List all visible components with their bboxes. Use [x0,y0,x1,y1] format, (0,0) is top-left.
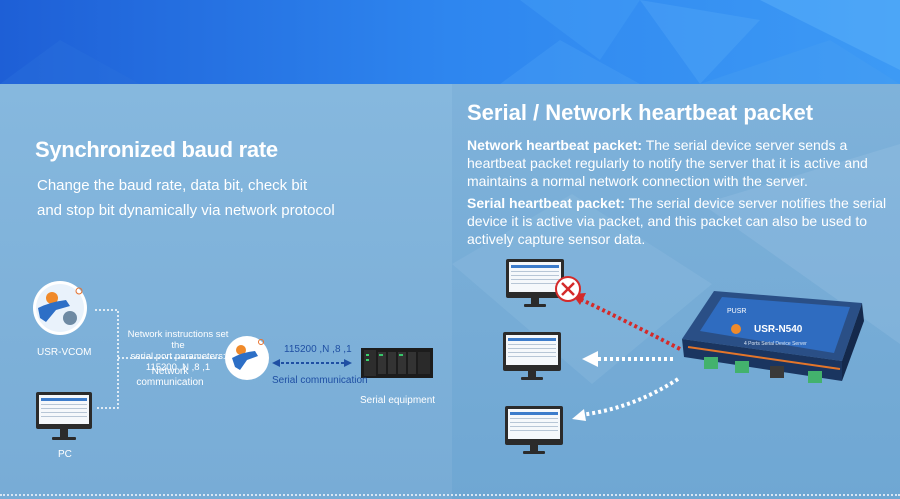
section-title-heartbeat: Serial / Network heartbeat packet [467,100,814,125]
serial-equipment-label: Serial equipment [360,395,436,406]
monitor-icon-middle [503,332,561,380]
serial-equipment-icon [361,348,433,378]
instruction-line-2: serial port parameters: [130,351,226,362]
desc-line-2: and stop bit dynamically via network pro… [37,202,335,219]
network-comm-label: Network communication [128,366,212,388]
usr-n540-device [682,291,864,383]
serial-arrow-icon [272,359,352,367]
serial-heartbeat-body: The serial device server notifies the se… [467,195,887,247]
section-title-baud: Synchronized baud rate [35,137,278,162]
heartbeat-diagram [503,259,864,454]
network-heartbeat-body: The serial device server sends a heartbe… [467,137,868,189]
usr-vcom-label: USR-VCOM [37,347,92,358]
pc-label: PC [58,449,72,460]
serial-params-label: 115200 ,N ,8 ,1 [284,344,352,355]
serial-comm-label: Serial communication [272,375,368,386]
pc-monitor-icon [36,392,92,440]
monitor-icon-bottom [505,406,563,454]
disconnect-icon [555,276,581,302]
device-brand: PUSR [727,308,747,315]
right-panel-texture [452,144,900,384]
desc-line-1: Change the baud rate, data bit, check bi… [37,177,308,194]
device-model: USR-N540 [754,324,803,335]
usr-device-icon [225,336,269,380]
device-subtitle: 4 Ports Serial Device Server [744,341,807,347]
network-comm-line-1: Network [151,366,189,377]
monitor-icon-top [506,259,564,307]
instruction-line-3: 115200 ,N ,8 ,1 [145,362,211,373]
usr-vcom-icon [33,281,87,335]
bottom-divider [0,494,900,496]
instruction-label: Network instructions set the serial port… [120,329,236,373]
banner-pattern [0,0,900,84]
network-comm-line-2: communication [136,377,204,388]
serial-heartbeat-heading: Serial heartbeat packet: [467,195,625,211]
serial-heartbeat-arrow [572,377,680,421]
network-heartbeat-text: Network heartbeat packet: The serial dev… [467,136,887,190]
network-heartbeat-arrow [582,351,674,367]
header-banner [0,0,900,84]
section-desc-baud: Change the baud rate, data bit, check bi… [37,173,397,223]
baud-diagram [33,281,433,440]
network-heartbeat-heading: Network heartbeat packet: [467,137,643,153]
failed-heartbeat-arrow [572,293,681,351]
serial-heartbeat-text: Serial heartbeat packet: The serial devi… [467,194,887,248]
instruction-line-1: Network instructions set the [127,329,229,351]
